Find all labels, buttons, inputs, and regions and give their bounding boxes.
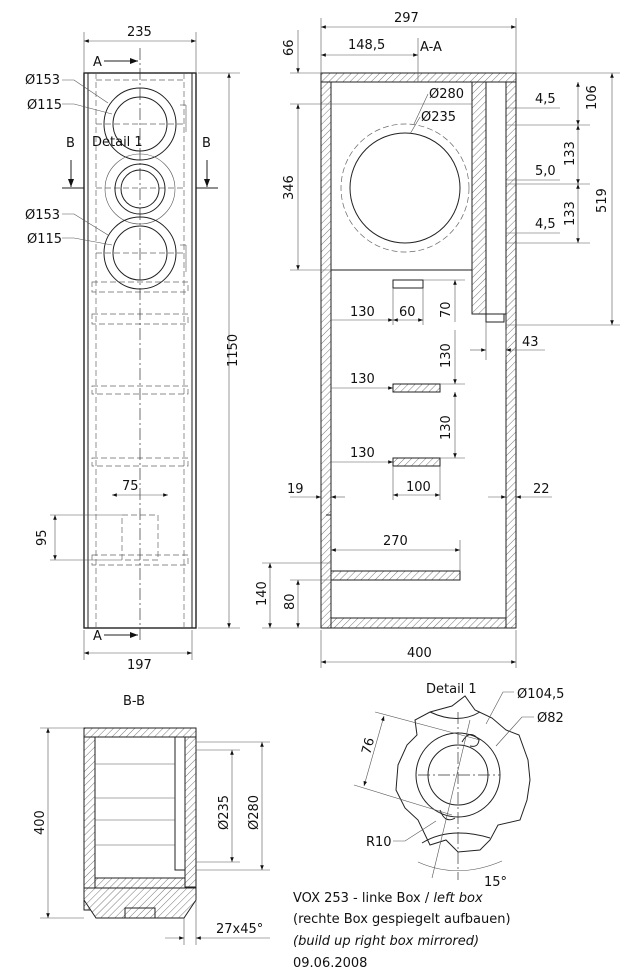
- title-block: VOX 253 - linke Box / left box (rechte B…: [293, 891, 511, 971]
- title-line-2: (rechte Box gespiegelt aufbauen): [293, 912, 511, 927]
- title-line-1: VOX 253 - linke Box / left box: [293, 891, 483, 906]
- dim-100: 100: [406, 480, 431, 495]
- dim-70: 70: [439, 301, 454, 318]
- woofer-top-outer: [103, 87, 177, 161]
- dim-140: 140: [255, 581, 270, 606]
- dim-130-brace2: 130: [350, 372, 375, 387]
- dim-130-gap3: 130: [439, 415, 454, 440]
- section-bb-title: B-B: [123, 694, 145, 709]
- dim-400-aa: 400: [407, 646, 432, 661]
- dim-4-5-b: 4,5: [535, 217, 556, 232]
- dim-76: 76: [359, 736, 378, 756]
- section-a-top: A: [93, 55, 102, 70]
- dim-4-5-a: 4,5: [535, 92, 556, 107]
- dim-297: 297: [394, 11, 419, 26]
- dim-80: 80: [283, 593, 298, 610]
- section-bb: B-B 400 Ø235 Ø280 27x45°: [33, 694, 270, 945]
- dim-95: 95: [35, 529, 50, 546]
- driver-outline-280: [340, 123, 470, 253]
- label-d235: Ø235: [421, 110, 456, 125]
- dim-15-deg: 15°: [484, 875, 507, 890]
- dim-235: 235: [127, 25, 152, 40]
- driver-cutout-235: [349, 132, 461, 244]
- dim-66: 66: [282, 39, 297, 56]
- label-r10: R10: [366, 835, 392, 850]
- dim-d235-bb: Ø235: [217, 795, 232, 830]
- dim-d280-bb: Ø280: [247, 795, 262, 830]
- dim-130-brace1: 130: [350, 305, 375, 320]
- woofer-bottom-outer: [103, 216, 177, 290]
- label-d153-bottom: Ø153: [25, 208, 60, 223]
- section-aa: A-A 297 148,5 66 346 Ø280 Ø235 519 106 1…: [255, 11, 620, 668]
- dim-22: 22: [533, 482, 550, 497]
- dim-19: 19: [287, 482, 304, 497]
- dim-60: 60: [399, 305, 416, 320]
- dim-106: 106: [585, 85, 600, 110]
- dim-75: 75: [122, 479, 139, 494]
- port-outer: [114, 163, 166, 215]
- drawing-date: 09.06.2008: [293, 956, 367, 971]
- dim-148-5: 148,5: [348, 38, 385, 53]
- dim-197: 197: [127, 658, 152, 673]
- dim-346: 346: [282, 175, 297, 200]
- dim-5-0: 5,0: [535, 164, 556, 179]
- detail-title: Detail 1: [426, 682, 477, 697]
- dim-400-bb: 400: [33, 810, 48, 835]
- section-b-right: B: [202, 136, 211, 151]
- dim-43: 43: [522, 335, 539, 350]
- detail-1: Detail 1 76 Ø104,5 Ø82 R10 15°: [353, 682, 564, 890]
- section-aa-title: A-A: [420, 40, 442, 55]
- dim-270: 270: [383, 534, 408, 549]
- label-d82: Ø82: [537, 711, 564, 726]
- section-a-bottom: A: [93, 629, 102, 644]
- dim-1150: 1150: [226, 334, 241, 367]
- dim-130-gap2: 130: [439, 343, 454, 368]
- label-d280: Ø280: [429, 87, 464, 102]
- front-view: 235 A A B B Detail 1 Ø153 Ø115 Ø153 Ø115…: [25, 25, 241, 673]
- dim-130-brace3: 130: [350, 446, 375, 461]
- label-d153-top: Ø153: [25, 73, 60, 88]
- section-b-left: B: [66, 136, 75, 151]
- terminal-cutout: [121, 514, 159, 561]
- label-d115-top: Ø115: [27, 98, 62, 113]
- label-d115-bottom: Ø115: [27, 232, 62, 247]
- label-d104-5: Ø104,5: [517, 687, 564, 702]
- dim-133-a: 133: [563, 141, 578, 166]
- dim-519: 519: [595, 188, 610, 213]
- title-line-3: (build up right box mirrored): [293, 934, 479, 949]
- dim-chamfer: 27x45°: [216, 922, 263, 937]
- detail-1-label: Detail 1: [92, 135, 143, 150]
- dim-133-b: 133: [563, 201, 578, 226]
